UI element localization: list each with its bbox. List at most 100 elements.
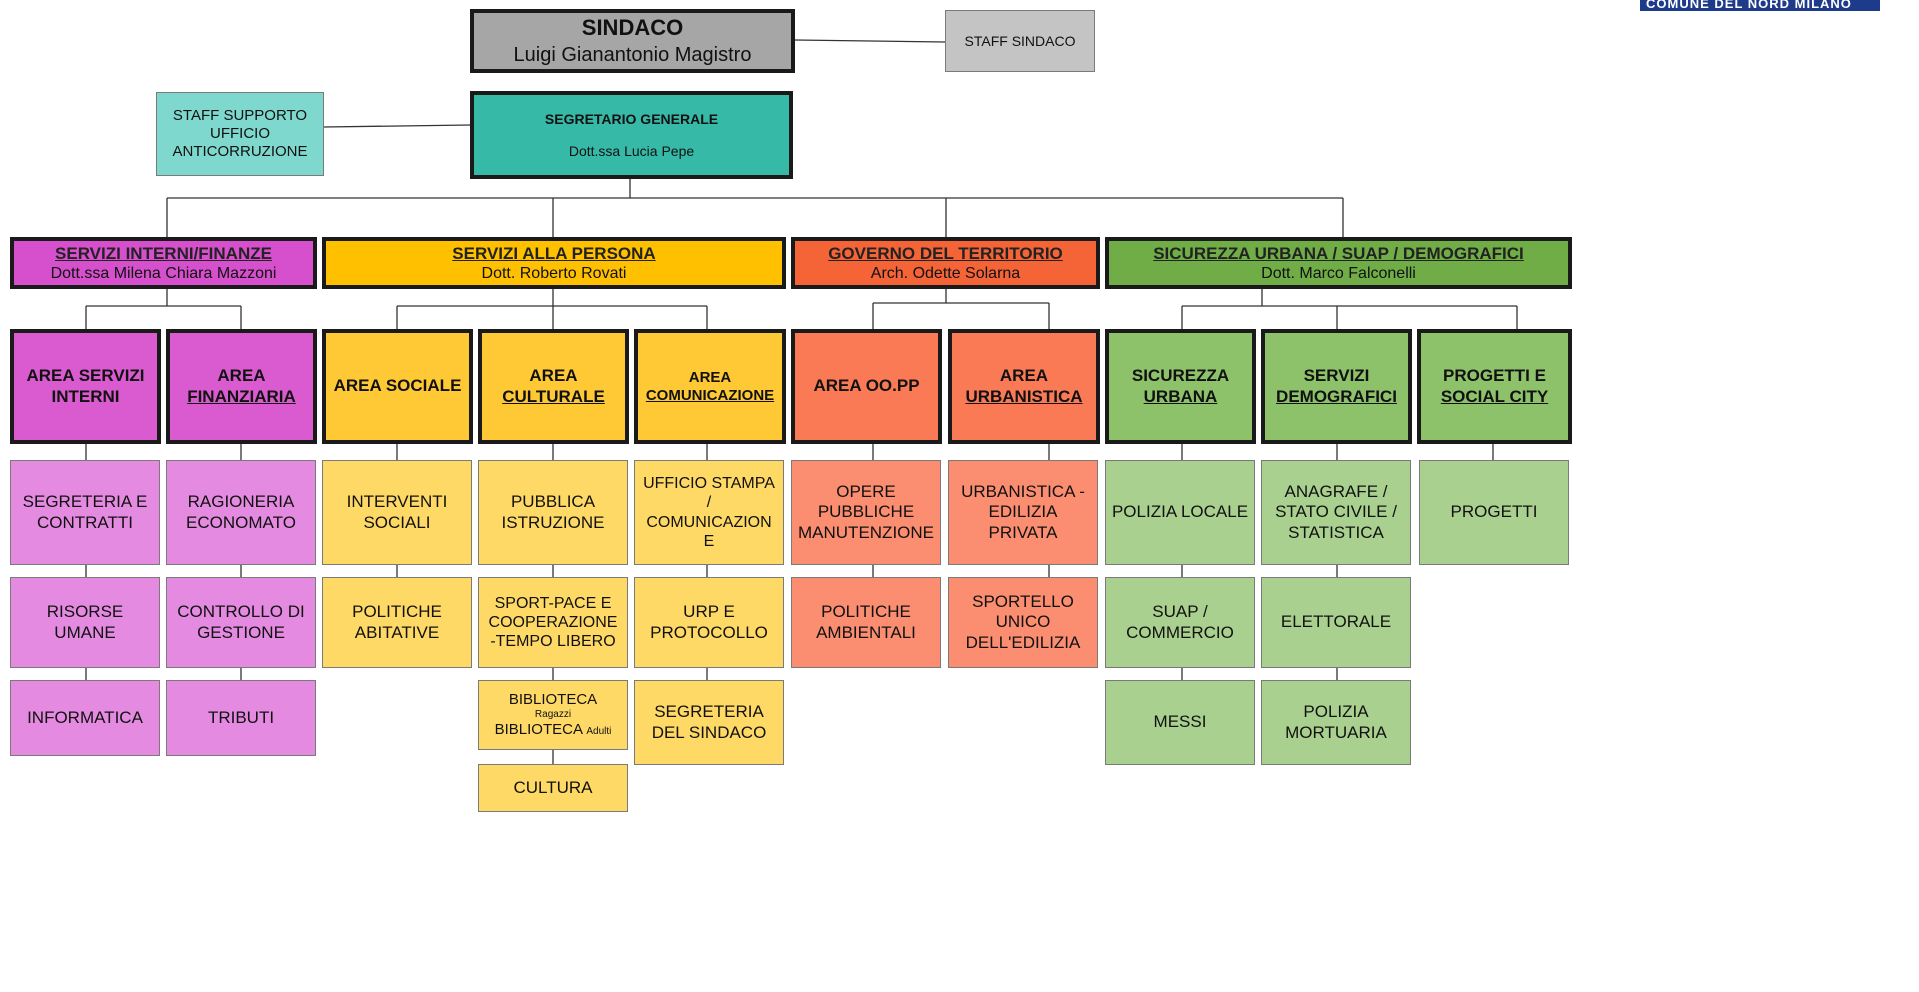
- office-informatica-line1: INFORMATICA: [27, 707, 143, 727]
- staff-sindaco-box: STAFF SINDACO: [945, 10, 1095, 72]
- office-ragioneria-line1: RAGIONERIA: [187, 492, 295, 512]
- office-pubblica-istruzione: PUBBLICA ISTRUZIONE: [478, 460, 628, 565]
- office-anagrafe-line1: ANAGRAFE /: [1284, 481, 1388, 501]
- office-controllo-gestione-line1: CONTROLLO DI: [177, 602, 305, 622]
- area-culturale: AREA CULTURALE: [478, 329, 629, 444]
- office-urbanistica-edilizia-line3: PRIVATA: [988, 522, 1058, 542]
- office-anagrafe-line3: STATISTICA: [1288, 522, 1384, 542]
- office-segreteria-sindaco: SEGRETERIA DEL SINDACO: [634, 680, 784, 765]
- office-biblioteca-line3: BIBLIOTECA Adulti: [495, 721, 612, 739]
- office-interventi-sociali: INTERVENTI SOCIALI: [322, 460, 472, 565]
- office-tributi-line1: TRIBUTI: [207, 707, 275, 727]
- office-interventi-sociali-line1: INTERVENTI: [346, 492, 448, 512]
- office-pubblica-istruzione-line2: ISTRUZIONE: [501, 512, 605, 532]
- office-ufficio-stampa-line3: COMUNICAZION: [646, 513, 772, 531]
- sindaco-name: Luigi Gianantonio Magistro: [513, 44, 752, 67]
- dept-territorio-head: Arch. Odette Solarna: [870, 265, 1021, 283]
- area-servizi-interni-line2: INTERNI: [51, 386, 120, 406]
- area-servizi-interni: AREA SERVIZI INTERNI: [10, 329, 161, 444]
- office-urp-protocollo: URP E PROTOCOLLO: [634, 577, 784, 668]
- area-culturale-line1: AREA: [529, 366, 578, 386]
- office-opere-pubbliche-line1: OPERE: [836, 481, 896, 501]
- area-urbanistica: AREA URBANISTICA: [948, 329, 1100, 444]
- office-politiche-abitative-line1: POLITICHE: [352, 602, 442, 622]
- segretario-title: SEGRETARIO GENERALE: [544, 110, 719, 127]
- office-politiche-abitative: POLITICHE ABITATIVE: [322, 577, 472, 668]
- office-ufficio-stampa-line1: UFFICIO STAMPA: [643, 475, 775, 493]
- sindaco-box: SINDACO Luigi Gianantonio Magistro: [470, 9, 795, 73]
- dept-persona-title: SERVIZI ALLA PERSONA: [452, 244, 656, 263]
- office-segreteria-sindaco-line1: SEGRETERIA: [654, 702, 764, 722]
- office-sportello-edilizia-line1: SPORTELLO: [972, 591, 1074, 611]
- office-messi-line1: MESSI: [1153, 712, 1207, 732]
- dept-servizi-interni-finanze: SERVIZI INTERNI/FINANZE Dott.ssa Milena …: [10, 237, 317, 289]
- area-comunicazione: AREA COMUNICAZIONE: [634, 329, 786, 444]
- office-controllo-gestione: CONTROLLO DI GESTIONE: [166, 577, 316, 668]
- area-progetti-line2: SOCIAL CITY: [1440, 386, 1549, 406]
- office-ufficio-stampa: UFFICIO STAMPA / COMUNICAZION E: [634, 460, 784, 565]
- area-culturale-line2: CULTURALE: [502, 386, 605, 406]
- area-sicurezza-urbana: SICUREZZA URBANA: [1105, 329, 1256, 444]
- office-sport-line2: COOPERAZIONE: [488, 613, 618, 631]
- office-sportello-edilizia-line2: UNICO: [995, 612, 1051, 632]
- area-sicurezza-urbana-line2: URBANA: [1143, 386, 1218, 406]
- office-urp-line1: URP E: [683, 602, 735, 622]
- dept-finanze-title: SERVIZI INTERNI/FINANZE: [55, 244, 272, 263]
- office-cultura: CULTURA: [478, 764, 628, 812]
- office-sportello-edilizia-line3: DELL'EDILIZIA: [965, 632, 1081, 652]
- area-oopp: AREA OO.PP: [791, 329, 942, 444]
- office-controllo-gestione-line2: GESTIONE: [197, 622, 285, 642]
- office-politiche-ambientali-line2: AMBIENTALI: [816, 622, 916, 642]
- area-finanziaria-line2: FINANZIARIA: [187, 386, 296, 406]
- area-urbanistica-line2: URBANISTICA: [965, 386, 1083, 406]
- office-elettorale: ELETTORALE: [1261, 577, 1411, 668]
- office-progetti-line1: PROGETTI: [1450, 502, 1538, 522]
- area-comunicazione-line1: AREA: [688, 368, 732, 386]
- office-ragioneria-line2: ECONOMATO: [186, 512, 296, 532]
- office-pubblica-istruzione-line1: PUBBLICA: [510, 492, 596, 512]
- office-sport-line1: SPORT-PACE E: [494, 594, 612, 612]
- office-segreteria-sindaco-line2: DEL SINDACO: [651, 722, 767, 742]
- staff-sindaco-label: STAFF SINDACO: [964, 32, 1076, 49]
- office-segreteria-contratti-line2: CONTRATTI: [36, 512, 133, 532]
- office-biblioteca-line3a: BIBLIOTECA: [494, 721, 583, 738]
- segretario-box: SEGRETARIO GENERALE Dott.ssa Lucia Pepe: [470, 91, 793, 179]
- office-suap-commercio: SUAP / COMMERCIO: [1105, 577, 1255, 668]
- office-ufficio-stampa-line4: E: [703, 532, 715, 550]
- office-segreteria-contratti-line1: SEGRETERIA E: [22, 492, 148, 512]
- area-oopp-line1: AREA OO.PP: [813, 376, 920, 396]
- dept-governo-territorio: GOVERNO DEL TERRITORIO Arch. Odette Sola…: [791, 237, 1100, 289]
- logo-text: COMUNE DEL NORD MILANO: [1646, 0, 1852, 11]
- dept-territorio-title: GOVERNO DEL TERRITORIO: [828, 244, 1063, 263]
- office-sport-line3: -TEMPO LIBERO: [490, 633, 616, 651]
- office-elettorale-line1: ELETTORALE: [1280, 612, 1392, 632]
- office-interventi-sociali-line2: SOCIALI: [363, 512, 431, 532]
- office-politiche-ambientali: POLITICHE AMBIENTALI: [791, 577, 941, 668]
- office-biblioteca-line1: BIBLIOTECA: [508, 691, 598, 708]
- office-polizia-mortuaria-line1: POLIZIA: [1303, 702, 1369, 722]
- office-biblioteca-line3b: Adulti: [586, 726, 612, 737]
- office-progetti: PROGETTI: [1419, 460, 1569, 565]
- dept-sicurezza-suap-demografici: SICUREZZA URBANA / SUAP / DEMOGRAFICI Do…: [1105, 237, 1572, 289]
- office-biblioteca: BIBLIOTECA Ragazzi BIBLIOTECA Adulti: [478, 680, 628, 750]
- office-ufficio-stampa-line2: /: [706, 494, 712, 512]
- office-opere-pubbliche-line3: MANUTENZIONE: [798, 522, 934, 542]
- staff-anticorruzione-line3: ANTICORRUZIONE: [172, 143, 308, 160]
- office-informatica: INFORMATICA: [10, 680, 160, 756]
- dept-servizi-alla-persona: SERVIZI ALLA PERSONA Dott. Roberto Rovat…: [322, 237, 786, 289]
- office-politiche-abitative-line2: ABITATIVE: [354, 622, 440, 642]
- office-urbanistica-edilizia: URBANISTICA - EDILIZIA PRIVATA: [948, 460, 1098, 565]
- municipality-logo: COMUNE DEL NORD MILANO: [1640, 0, 1880, 11]
- sindaco-title: SINDACO: [581, 14, 684, 40]
- dept-finanze-head: Dott.ssa Milena Chiara Mazzoni: [50, 265, 277, 283]
- office-anagrafe-line2: STATO CIVILE /: [1275, 502, 1397, 522]
- office-messi: MESSI: [1105, 680, 1255, 765]
- area-urbanistica-line1: AREA: [999, 366, 1049, 386]
- office-ragioneria-economato: RAGIONERIA ECONOMATO: [166, 460, 316, 565]
- segretario-name: Dott.ssa Lucia Pepe: [568, 142, 695, 159]
- area-servizi-demografici: SERVIZI DEMOGRAFICI: [1261, 329, 1412, 444]
- office-urbanistica-edilizia-line2: EDILIZIA: [988, 502, 1058, 522]
- area-sociale-line1: AREA SOCIALE: [333, 376, 462, 396]
- area-progetti-social-city: PROGETTI E SOCIAL CITY: [1417, 329, 1572, 444]
- area-progetti-line1: PROGETTI E: [1443, 366, 1546, 386]
